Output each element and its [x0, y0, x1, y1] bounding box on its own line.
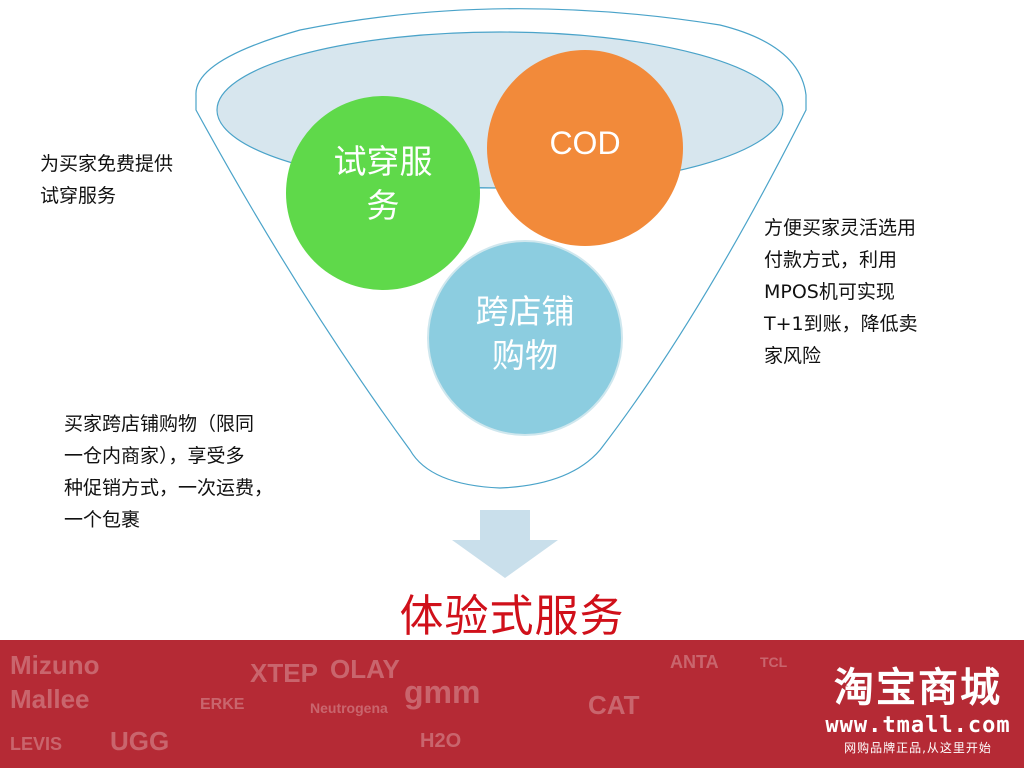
note-cross-store-line: 种促销方式，一次运费，: [64, 477, 274, 499]
note-cross-store-line: 一仓内商家），享受多: [64, 445, 245, 467]
note-try-on-line: 试穿服务: [40, 185, 117, 207]
try-on-line-1: 试穿服: [333, 142, 433, 181]
cross-store-circle: [427, 240, 623, 436]
page-title: 体验式服务: [399, 591, 625, 642]
try-on-circle: [286, 96, 480, 290]
tmall-logo-slogan: 网购品牌正品,从这里开始: [844, 741, 992, 755]
funnel-diagram: [195, 8, 807, 578]
down-arrow: [452, 510, 558, 578]
brand-logo: CAT: [588, 690, 640, 720]
brand-logo: Mizuno: [10, 650, 100, 680]
brand-logo: LEVIS: [10, 734, 63, 754]
note-cod-line: MPOS机可实现: [764, 281, 895, 303]
brand-logo: Mallee: [10, 684, 90, 714]
cod-circle: [487, 50, 683, 246]
try-on-label: 试穿服 务: [306, 140, 460, 228]
brand-logo: Neutrogena: [310, 700, 388, 716]
brand-logo: XTEP: [250, 658, 318, 688]
funnel-outline: [195, 8, 807, 489]
brand-logo: TCL: [760, 654, 788, 670]
brand-logo: UGG: [110, 726, 170, 756]
note-cross-store-line: 一个包裹: [64, 509, 141, 531]
cross-store-line-1: 跨店铺: [475, 292, 575, 331]
brand-logo: H2O: [420, 730, 462, 752]
tmall-logo[interactable]: 淘宝商城 www.tmall.com 网购品牌正品,从这里开始: [812, 664, 1024, 756]
note-cod: 方便买家灵活选用 付款方式，利用 MPOS机可实现 T+1到账，降低卖 家风险: [764, 212, 918, 372]
brand-logo: gmm: [404, 674, 481, 710]
note-try-on: 为买家免费提供 试穿服务: [40, 148, 173, 212]
note-cross-store-line: 买家跨店铺购物（限同: [64, 413, 255, 435]
note-cod-line: 方便买家灵活选用: [764, 217, 917, 239]
tmall-logo-name: 淘宝商城: [834, 665, 1002, 711]
cod-label: COD: [510, 121, 660, 165]
note-cod-line: 家风险: [764, 345, 822, 367]
try-on-line-2: 务: [366, 186, 400, 225]
tmall-logo-url: www.tmall.com: [825, 713, 1011, 738]
brand-logo: ANTA: [670, 652, 719, 672]
cross-store-label: 跨店铺 购物: [448, 290, 602, 378]
note-try-on-line: 为买家免费提供: [40, 153, 174, 175]
footer-banner: Mizuno OLAY Mallee ERKE Neutrogena UGG C…: [0, 640, 1024, 768]
note-cod-line: T+1到账，降低卖: [764, 313, 918, 335]
brand-logo: OLAY: [330, 654, 400, 684]
cod-line-1: COD: [549, 125, 621, 161]
brand-logo: ERKE: [200, 696, 245, 713]
brand-logo-strip: Mizuno OLAY Mallee ERKE Neutrogena UGG C…: [0, 640, 820, 768]
cross-store-line-2: 购物: [492, 336, 558, 375]
note-cod-line: 付款方式，利用: [764, 249, 898, 271]
note-cross-store: 买家跨店铺购物（限同 一仓内商家），享受多 种促销方式，一次运费， 一个包裹: [64, 408, 273, 536]
